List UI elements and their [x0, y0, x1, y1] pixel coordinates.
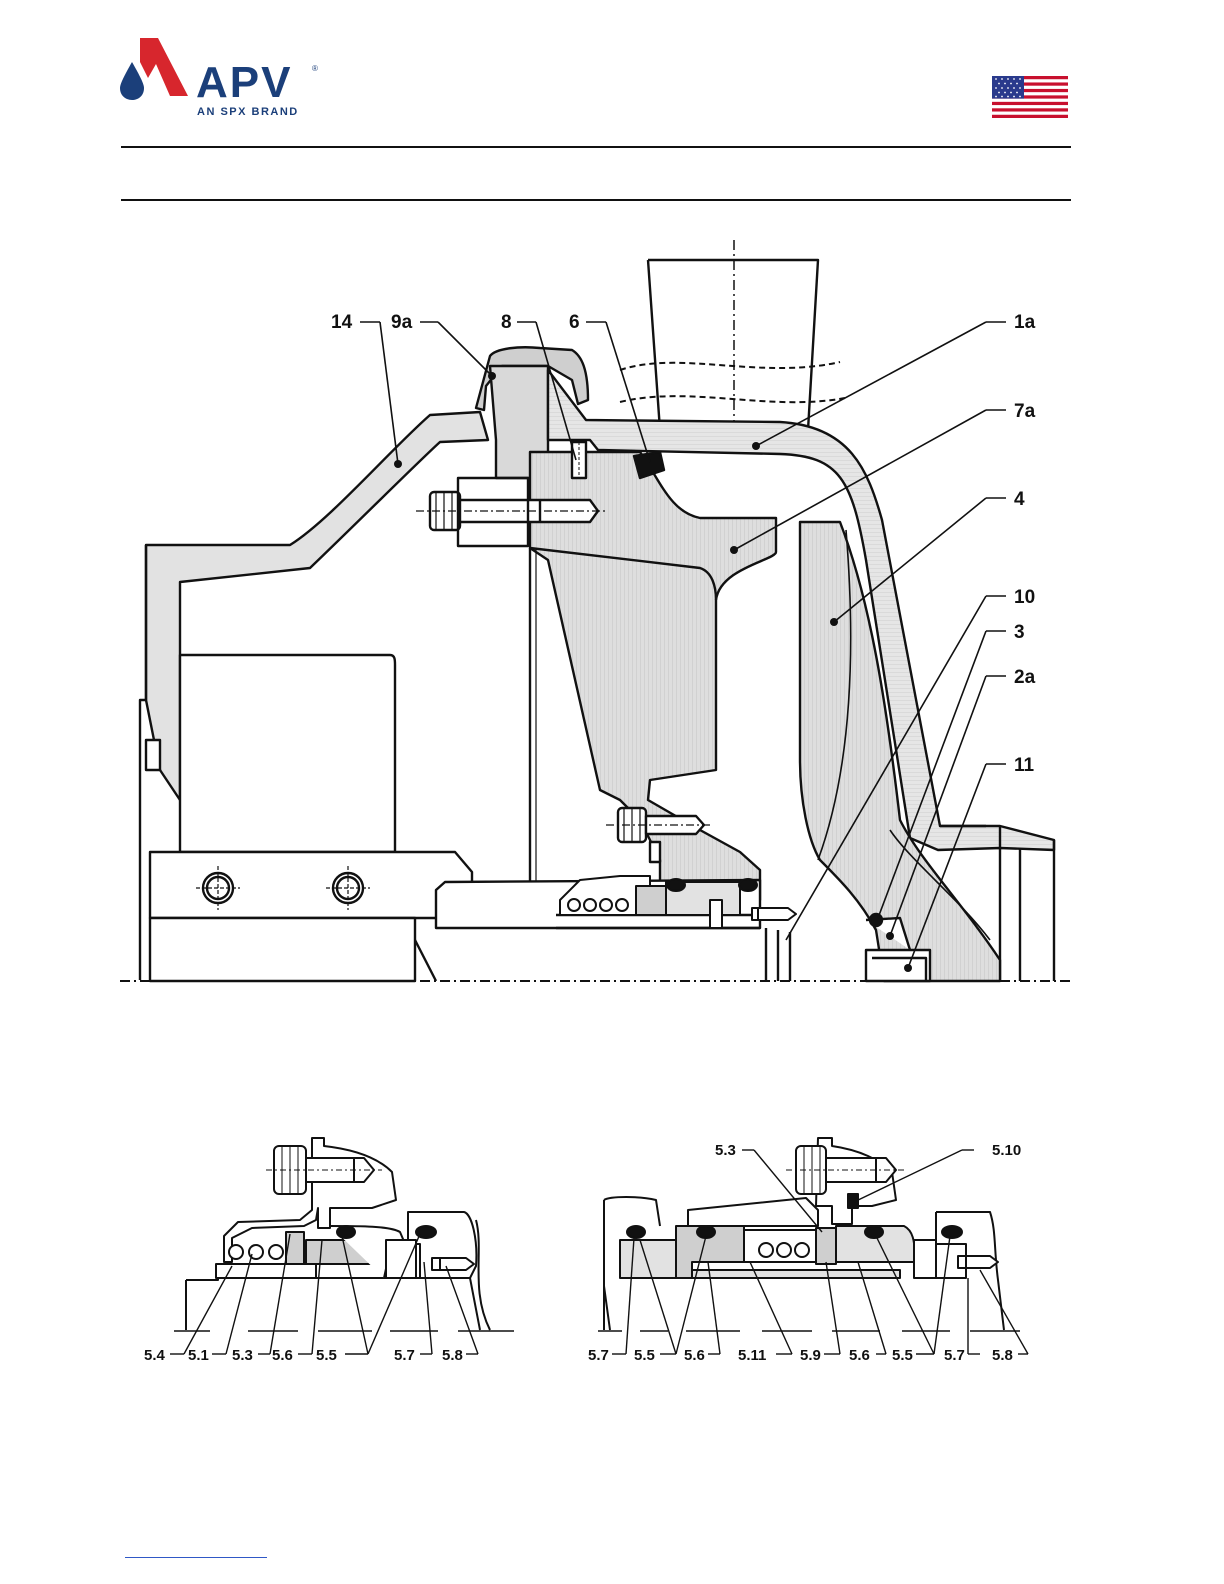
callout-5.3-top: 5.3 — [715, 1142, 736, 1159]
callout-8: 8 — [501, 312, 512, 333]
pump-cross-section — [120, 240, 1072, 981]
callout-5.9: 5.9 — [800, 1347, 821, 1364]
callout-5.6: 5.6 — [272, 1347, 293, 1364]
pin-8 — [572, 442, 586, 478]
callout-5.5: 5.5 — [634, 1347, 655, 1364]
inlet-pipe — [648, 260, 818, 430]
impeller-nut — [866, 950, 930, 981]
callout-5.7: 5.7 — [588, 1347, 609, 1364]
seal-detail-left — [170, 1138, 514, 1354]
callout-5.7-b: 5.7 — [944, 1347, 965, 1364]
callout-6: 6 — [569, 312, 580, 333]
callout-5.4: 5.4 — [144, 1347, 166, 1364]
callout-1a: 1a — [1014, 312, 1036, 333]
callout-5.8: 5.8 — [992, 1347, 1013, 1364]
callout-5.8: 5.8 — [442, 1347, 463, 1364]
callout-5.5-b: 5.5 — [892, 1347, 913, 1364]
callout-9a: 9a — [391, 312, 413, 333]
callout-7a: 7a — [1014, 401, 1036, 422]
callout-3: 3 — [1014, 622, 1025, 643]
callout-5.11: 5.11 — [738, 1347, 766, 1364]
left-detail-labels: 5.4 5.1 5.3 5.6 5.5 5.7 5.8 — [144, 1347, 463, 1364]
callout-5.7: 5.7 — [394, 1347, 415, 1364]
callout-10: 10 — [1014, 587, 1035, 608]
callout-5.10-top: 5.10 — [992, 1142, 1021, 1159]
o-ring-6 — [634, 452, 664, 478]
callout-5.5: 5.5 — [316, 1347, 337, 1364]
callout-5.1: 5.1 — [188, 1347, 209, 1364]
seal-detail-right — [598, 1138, 1028, 1354]
o-ring-3 — [870, 914, 882, 926]
callout-4: 4 — [1014, 489, 1025, 510]
callout-5.6-b: 5.6 — [849, 1347, 870, 1364]
callout-5.3: 5.3 — [232, 1347, 253, 1364]
motor-flange — [180, 655, 395, 852]
footer-rule — [125, 1557, 267, 1558]
callout-2a: 2a — [1014, 667, 1036, 688]
callout-11: 11 — [1014, 755, 1035, 776]
callout-14: 14 — [331, 312, 353, 333]
callout-5.6: 5.6 — [684, 1347, 705, 1364]
